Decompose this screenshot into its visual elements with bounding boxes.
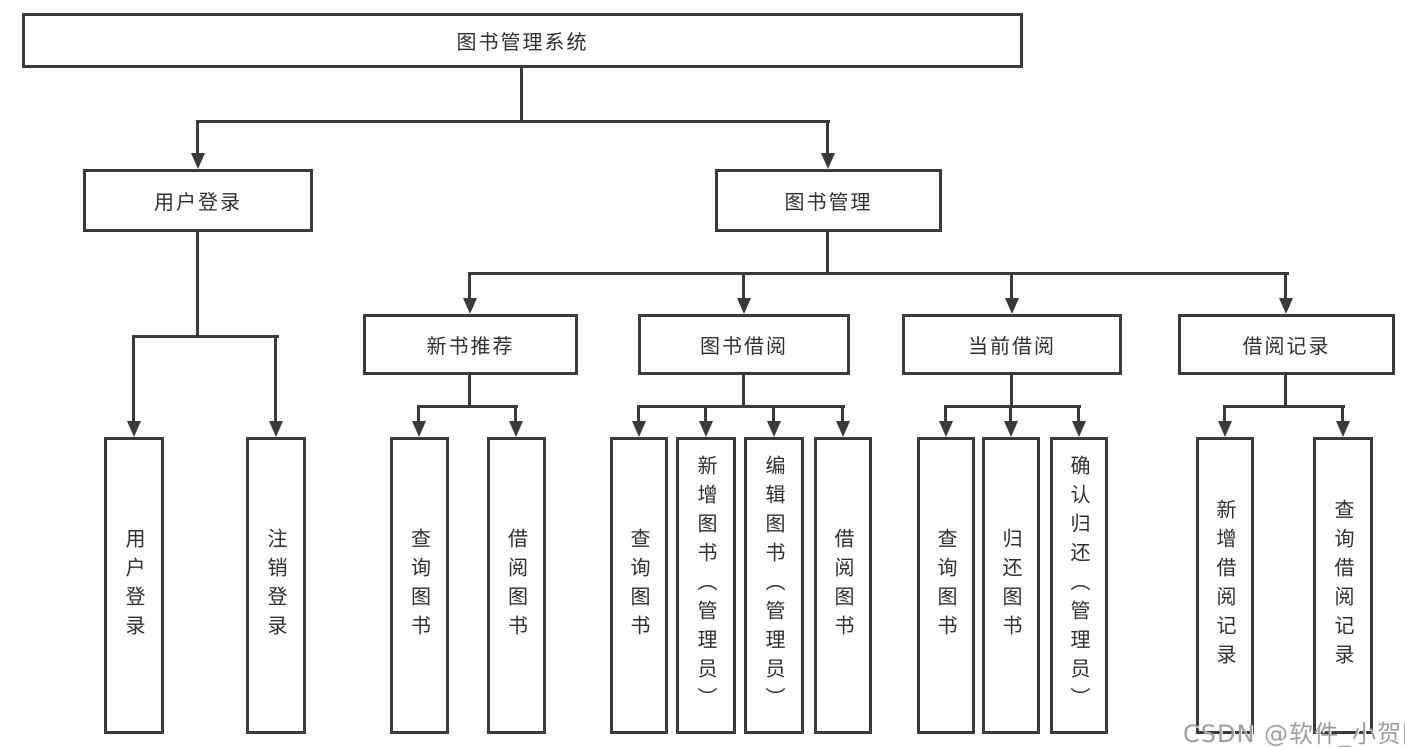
connector-bookborrow-bar: [637, 405, 845, 408]
arrowhead: [509, 421, 523, 437]
connector-drop: [1077, 405, 1080, 421]
arrowhead: [191, 153, 205, 169]
leaf-query-books-current: 查询图书: [917, 437, 975, 734]
node-new-book-recommend: 新书推荐: [363, 314, 578, 375]
arrowhead: [463, 298, 477, 314]
connector-drop: [772, 405, 775, 421]
arrowhead: [1218, 421, 1232, 437]
connector-drop: [637, 405, 640, 421]
node-library-management-system: 图书管理系统: [22, 13, 1023, 68]
leaf-add-book-admin: 新增图书（管理员）: [676, 437, 736, 734]
arrowhead: [737, 298, 751, 314]
node-book-management: 图书管理: [715, 169, 942, 232]
connector-drop-user-login: [196, 120, 199, 153]
leaf-logout: 注销登录: [246, 437, 306, 734]
leaf-return-books: 归还图书: [982, 437, 1040, 734]
arrowhead: [821, 153, 835, 169]
arrowhead: [127, 421, 141, 437]
arrowhead: [1004, 421, 1018, 437]
connector-root-bar: [197, 120, 830, 123]
arrowhead: [1336, 421, 1350, 437]
arrowhead: [699, 421, 713, 437]
leaf-user-login: 用户登录: [104, 437, 164, 734]
connector-bookborrow-stem: [742, 375, 745, 408]
connector-drop: [944, 405, 947, 421]
leaf-query-books-recommend: 查询图书: [390, 437, 449, 734]
connector-currentborrow-bar: [944, 405, 1081, 408]
connector-drop-new-book: [468, 272, 471, 298]
node-borrow-records: 借阅记录: [1178, 314, 1395, 375]
connector-drop: [417, 405, 420, 421]
connector-currentborrow-stem: [1010, 375, 1013, 408]
connector-drop: [1009, 405, 1012, 421]
connector-drop: [1223, 405, 1226, 421]
connector-bookmgmt-bar: [468, 272, 1289, 275]
connector-root-stem: [520, 68, 523, 122]
node-current-borrow: 当前借阅: [902, 314, 1122, 375]
leaf-query-borrow-record: 查询借阅记录: [1313, 437, 1373, 734]
connector-newbook-stem: [468, 375, 471, 408]
connector-borrowrecords-bar: [1223, 405, 1345, 408]
connector-drop: [1341, 405, 1344, 421]
connector-userlogin-bar: [132, 335, 279, 338]
connector-userlogin-stem: [196, 232, 199, 338]
connector-drop-book-borrow: [742, 272, 745, 298]
leaf-edit-book-admin: 编辑图书（管理员）: [744, 437, 804, 734]
connector-newbook-bar: [417, 405, 518, 408]
connector-drop: [704, 405, 707, 421]
arrowhead: [632, 421, 646, 437]
arrowhead: [269, 421, 283, 437]
connector-drop-leaf-user-login: [132, 335, 135, 421]
leaf-query-books-borrow: 查询图书: [610, 437, 668, 734]
arrowhead: [1279, 298, 1293, 314]
arrowhead: [1005, 298, 1019, 314]
connector-borrowrecords-stem: [1284, 375, 1287, 408]
arrowhead: [1072, 421, 1086, 437]
connector-drop-borrow-records: [1284, 272, 1287, 298]
connector-drop: [841, 405, 844, 421]
leaf-confirm-return-admin: 确认归还（管理员）: [1050, 437, 1108, 734]
watermark: CSDN @软件_小贺同学: [1183, 720, 1405, 747]
arrowhead: [836, 421, 850, 437]
node-user-login: 用户登录: [83, 169, 313, 232]
connector-drop-leaf-logout: [274, 335, 277, 421]
node-book-borrow: 图书借阅: [638, 314, 850, 375]
arrowhead: [939, 421, 953, 437]
leaf-add-borrow-record: 新增借阅记录: [1196, 437, 1254, 734]
connector-drop-current-borrow: [1010, 272, 1013, 298]
arrowhead: [412, 421, 426, 437]
connector-bookmgmt-stem: [826, 232, 829, 275]
leaf-borrow-books-recommend: 借阅图书: [487, 437, 546, 734]
leaf-borrow-books: 借阅图书: [814, 437, 872, 734]
connector-drop: [514, 405, 517, 421]
connector-drop-book-management: [826, 120, 829, 153]
arrowhead: [767, 421, 781, 437]
